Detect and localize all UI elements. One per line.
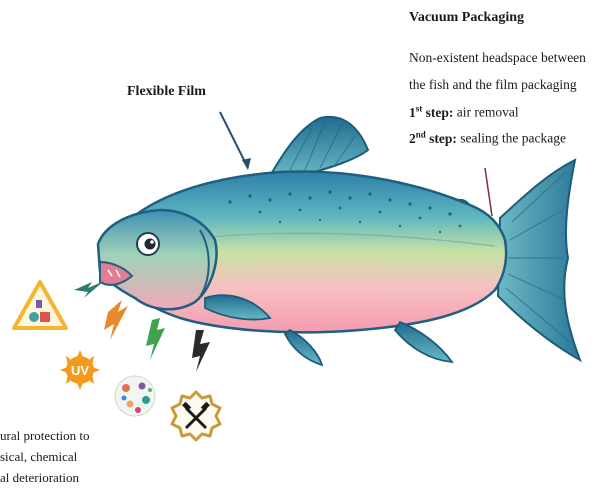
- step-2-number: 2: [409, 131, 416, 146]
- warning-triangle-icon: [14, 282, 66, 328]
- protection-line2: sical, chemical: [0, 446, 90, 467]
- lightning-black: [192, 330, 210, 372]
- step-2-suffix: nd: [416, 129, 426, 139]
- lightning-green: [146, 318, 165, 360]
- tail-fin: [498, 160, 580, 360]
- step-1-suffix: st: [416, 103, 423, 113]
- vacuum-description-line2: the fish and the film packaging: [409, 75, 577, 95]
- protection-line1: ural protection to: [0, 425, 90, 446]
- uv-label: UV: [71, 363, 89, 378]
- fish-head: [98, 210, 216, 309]
- step-1-label: step:: [426, 105, 454, 120]
- anal-fin: [395, 322, 452, 362]
- lightning-teal: [74, 281, 104, 298]
- physical-damage-icon: [172, 392, 220, 440]
- dorsal-fin: [270, 117, 368, 176]
- step-1: 1st step: air removal: [409, 98, 519, 123]
- vacuum-description-line1: Non-existent headspace between: [409, 48, 586, 68]
- step-1-number: 1: [409, 105, 416, 120]
- protection-line3: al deterioration: [0, 467, 90, 488]
- vacuum-packaging-title: Vacuum Packaging: [409, 10, 524, 26]
- step-2-text: sealing the package: [460, 131, 566, 146]
- protection-text: ural protection to sical, chemical al de…: [0, 425, 90, 488]
- microbe-icon: [115, 376, 155, 416]
- flexible-film-label: Flexible Film: [127, 84, 206, 100]
- step-2: 2nd step: sealing the package: [409, 124, 566, 149]
- lightning-orange: [104, 300, 128, 340]
- step-1-text: air removal: [457, 105, 519, 120]
- vacuum-arrow: [485, 168, 492, 216]
- step-2-label: step:: [429, 131, 457, 146]
